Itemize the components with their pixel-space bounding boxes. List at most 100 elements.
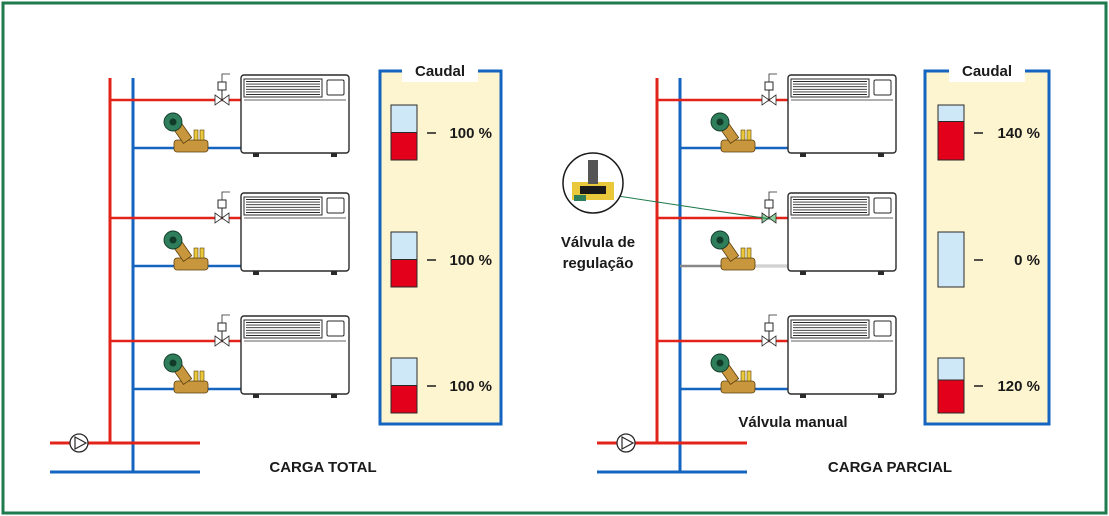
radiator-grille: [790, 196, 870, 216]
left-system-carga-total: [50, 73, 350, 474]
radiator: [787, 74, 897, 157]
balancing-valve-port: [199, 370, 205, 382]
radiator: [787, 315, 897, 398]
left-panel-title: Caudal: [415, 63, 465, 80]
circulation-pump: [616, 433, 636, 453]
valve-capillary: [768, 314, 777, 323]
balancing-valve-port: [746, 370, 752, 382]
manual-valve-label: Válvula manual: [738, 414, 847, 431]
right-flow-panel: Caudal 140 %0 %120 %: [923, 60, 1051, 426]
valve-half: [214, 335, 223, 347]
radiator-grille: [243, 319, 323, 339]
flow-bar-fill: [937, 121, 965, 161]
radiator-foot: [878, 153, 884, 157]
balancing-valve-port: [746, 129, 752, 141]
left-panel-title-bg: [402, 60, 478, 82]
radiator-control-box: [873, 197, 892, 214]
balancing-valve-port: [193, 247, 199, 259]
radiator-grille: [243, 196, 323, 216]
radiator-foot: [331, 271, 337, 275]
valve-actuator: [764, 322, 774, 332]
balancing-valve: [163, 353, 209, 394]
radiator-control-box: [326, 197, 345, 214]
radiator-grille: [243, 78, 323, 98]
valve-actuator: [217, 199, 227, 209]
valve-label-line2: regulação: [563, 255, 634, 272]
radiator-foot: [800, 271, 806, 275]
valve-actuator: [217, 81, 227, 91]
valve-capillary: [221, 191, 230, 200]
thermostatic-valve: [761, 314, 777, 347]
valve-half: [214, 212, 223, 224]
balancing-valve: [710, 112, 756, 153]
valve-half: [221, 212, 230, 224]
balancing-valve-port: [740, 129, 746, 141]
flow-bar-fill: [390, 132, 418, 161]
valve-capillary: [768, 191, 777, 200]
balancing-valve-body: [720, 380, 756, 394]
radiator-foot: [253, 153, 259, 157]
radiator-foot: [800, 153, 806, 157]
radiator-foot: [331, 394, 337, 398]
balancing-valve-body: [173, 380, 209, 394]
balancing-valve-cap: [716, 236, 724, 244]
left-flow-panel: Caudal 100 %100 %100 %: [378, 60, 503, 426]
balancing-valve-port: [193, 370, 199, 382]
radiator-control-box: [326, 79, 345, 96]
flow-bar-fill: [390, 259, 418, 288]
radiator-foot: [878, 271, 884, 275]
thermostatic-valve: [214, 191, 230, 224]
balancing-valve-port: [740, 370, 746, 382]
radiator-grille: [790, 319, 870, 339]
pump-arrow: [74, 435, 88, 451]
flow-bar: [937, 231, 965, 288]
valve-detail-port: [574, 195, 586, 201]
valve-actuator: [217, 322, 227, 332]
balancing-valve-body: [173, 257, 209, 271]
valve-half: [214, 94, 223, 106]
flow-value-label: 100 %: [449, 252, 492, 269]
valve-half: [221, 94, 230, 106]
balancing-valve: [710, 230, 756, 271]
balancing-valve-body: [173, 139, 209, 153]
right-system-carga-parcial: [597, 73, 897, 474]
valve-half: [768, 335, 777, 347]
flow-value-label: 100 %: [449, 125, 492, 142]
valve-capillary: [221, 314, 230, 323]
radiator-foot: [800, 394, 806, 398]
radiator-control-box: [326, 320, 345, 337]
balancing-valve-cap: [716, 359, 724, 367]
radiator: [240, 315, 350, 398]
regulation-valve-callout: Válvula de regulação: [561, 152, 771, 272]
balancing-valve-port: [746, 247, 752, 259]
balancing-valve-cap: [169, 359, 177, 367]
left-caption: CARGA TOTAL: [269, 459, 376, 476]
balancing-valve: [163, 112, 209, 153]
valve-half: [761, 335, 770, 347]
callout-leader-line: [617, 195, 771, 220]
circulation-pump: [69, 433, 89, 453]
balancing-valve: [710, 353, 756, 394]
right-panel-title-bg: [949, 60, 1025, 82]
radiator: [787, 192, 897, 275]
balancing-valve-body: [720, 257, 756, 271]
valve-capillary: [768, 73, 777, 82]
valve-actuator: [764, 81, 774, 91]
valve-label-line1: Válvula de: [561, 234, 635, 251]
valve-actuator: [764, 199, 774, 209]
valve-half: [221, 335, 230, 347]
radiator-foot: [253, 394, 259, 398]
thermostatic-valve: [214, 73, 230, 106]
balancing-valve-port: [193, 129, 199, 141]
right-panel-title: Caudal: [962, 63, 1012, 80]
flow-bar-fill: [937, 379, 965, 414]
flow-value-label: 120 %: [997, 378, 1040, 395]
radiator-grille: [790, 78, 870, 98]
flow-value-label: 140 %: [997, 125, 1040, 142]
balancing-valve-port: [740, 247, 746, 259]
radiator-foot: [253, 271, 259, 275]
radiator-foot: [331, 153, 337, 157]
right-caption: CARGA PARCIAL: [828, 459, 952, 476]
thermostatic-valve: [761, 73, 777, 106]
balancing-valve-port: [199, 129, 205, 141]
